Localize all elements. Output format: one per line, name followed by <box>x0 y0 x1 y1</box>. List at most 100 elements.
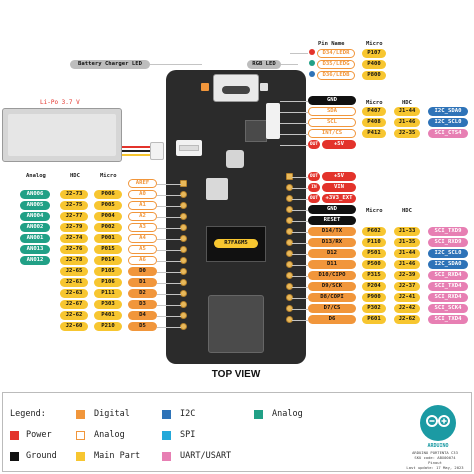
left-hdc-4: J2-79 <box>60 223 88 232</box>
right-name-8: D6 <box>308 315 356 324</box>
pin-d11[interactable] <box>286 261 293 268</box>
rgb-led <box>260 83 268 91</box>
legend-label-i2c: I2C <box>180 409 196 419</box>
tr-hdc-0: J1-44 <box>394 107 420 116</box>
right-micro-6: P900 <box>362 293 386 302</box>
right-hdc-2: J1-44 <box>394 249 420 258</box>
left-header-hdc: HDC <box>70 173 80 179</box>
right-hdc-5: J2-37 <box>394 282 420 291</box>
legend-swatch-spi <box>162 431 171 440</box>
pin-gnd[interactable] <box>286 206 293 213</box>
led-green-dot <box>309 60 315 66</box>
right-micro-5: P204 <box>362 282 386 291</box>
legend-swatch-digital <box>76 410 85 419</box>
footer-brand: ARDUINO <box>427 443 449 449</box>
pin-d13[interactable] <box>286 239 293 246</box>
right-power-4: RESET <box>308 216 356 225</box>
left-pin-12: D4 <box>128 311 157 320</box>
left-hdc-12: J2-62 <box>60 311 88 320</box>
left-micro-7: P014 <box>94 256 122 265</box>
legend-label-spi: SPI <box>180 430 196 440</box>
pin-d8[interactable] <box>286 294 293 301</box>
battery-wire-yellow <box>122 154 150 156</box>
left-micro-1: P006 <box>94 190 122 199</box>
right-func-8: SCI_TXD4 <box>428 315 468 324</box>
rgb-pin-1: D35/LEDG <box>317 60 355 69</box>
pin-5v[interactable] <box>286 173 293 180</box>
pin-reset[interactable] <box>286 217 293 224</box>
battery-charger-led-label: Battery Charger LED <box>70 60 150 69</box>
right-func-6: SCI_RXD4 <box>428 293 468 302</box>
pin-a3[interactable] <box>180 224 187 231</box>
top-view-label: TOP VIEW <box>211 369 261 380</box>
pin-d6[interactable] <box>286 316 293 323</box>
legend-swatch-i2c <box>162 410 171 419</box>
pin-3v3[interactable] <box>286 195 293 202</box>
pin-a6[interactable] <box>180 257 187 264</box>
legend-label-analog-outline: Analog <box>94 430 125 440</box>
left-pin-10: D2 <box>128 289 157 298</box>
footer-line1: ARDUINO PORTENTA C33 <box>412 450 458 455</box>
right-name-6: D8/COPI <box>308 293 356 302</box>
crystal-component <box>226 150 244 168</box>
legend-swatch-power <box>10 431 19 440</box>
pin-d4[interactable] <box>180 312 187 319</box>
mid-component <box>206 178 228 200</box>
pin-d7[interactable] <box>286 305 293 312</box>
pin-a2[interactable] <box>180 213 187 220</box>
pin-d14[interactable] <box>286 228 293 235</box>
left-pin-4: A3 <box>128 223 157 232</box>
pin-a1[interactable] <box>180 202 187 209</box>
lipo-label: Li-Po 3.7 V <box>40 99 80 106</box>
pin-vin[interactable] <box>286 184 293 191</box>
tr-gnd: GND <box>308 96 356 105</box>
right-power-3: GND <box>308 205 356 214</box>
right-name-1: D13/RX <box>308 238 356 247</box>
left-hdc-8: J2-65 <box>60 267 88 276</box>
pin-d10[interactable] <box>286 272 293 279</box>
tr-micro-1: P408 <box>362 118 386 127</box>
rgb-micro-0: P107 <box>362 49 386 58</box>
footer-line4: Last update: 17 May, 2023 <box>406 465 464 470</box>
led-red-dot <box>309 49 315 55</box>
legend-swatch-main-part <box>76 452 85 461</box>
legend-label-main-part: Main Part <box>94 451 141 461</box>
pin-a5[interactable] <box>180 246 187 253</box>
rgb-header-pin: Pin Name <box>318 41 345 47</box>
right-hdc-0: J1-33 <box>394 227 420 236</box>
footer-line3: Pinout <box>428 460 442 465</box>
pin-d2[interactable] <box>180 290 187 297</box>
right-dir-1: IN <box>308 183 320 192</box>
left-hdc-2: J2-75 <box>60 201 88 210</box>
pin-d0[interactable] <box>180 268 187 275</box>
right-micro-3: P500 <box>362 260 386 269</box>
tr-hdc-2: J2-35 <box>394 129 420 138</box>
left-pin-6: A5 <box>128 245 157 254</box>
left-hdc-1: J2-73 <box>60 190 88 199</box>
legend-label-digital: Digital <box>94 409 130 419</box>
tr-name-1: SCL <box>308 118 356 127</box>
rgb-led-label: RGB LED <box>247 60 281 69</box>
pin-a0[interactable] <box>180 191 187 198</box>
pin-d5[interactable] <box>180 323 187 330</box>
left-analog-2: AN005 <box>20 201 50 210</box>
right-hdc-1: J1-35 <box>394 238 420 247</box>
right-name-7: D7/CS <box>308 304 356 313</box>
pin-a4[interactable] <box>180 235 187 242</box>
pin-d12[interactable] <box>286 250 293 257</box>
tr-func-1: I2C_SCL0 <box>428 118 468 127</box>
tr-hdc-1: J1-46 <box>394 118 420 127</box>
right-micro-4: P315 <box>362 271 386 280</box>
pin-d3[interactable] <box>180 301 187 308</box>
right-func-3: I2C_SDA0 <box>428 260 468 269</box>
right-name-5: D9/SCK <box>308 282 356 291</box>
right-func-4: SCI_RXD4 <box>428 271 468 280</box>
right-func-0: SCI_TXD9 <box>428 227 468 236</box>
pin-d1[interactable] <box>180 279 187 286</box>
left-pin-7: A6 <box>128 256 157 265</box>
pin-d9[interactable] <box>286 283 293 290</box>
pin-aref[interactable] <box>180 180 187 187</box>
right-func-1: SCI_RXD9 <box>428 238 468 247</box>
tr-header-hdc: HDC <box>402 100 412 106</box>
right-power-1: VIN <box>322 183 356 192</box>
